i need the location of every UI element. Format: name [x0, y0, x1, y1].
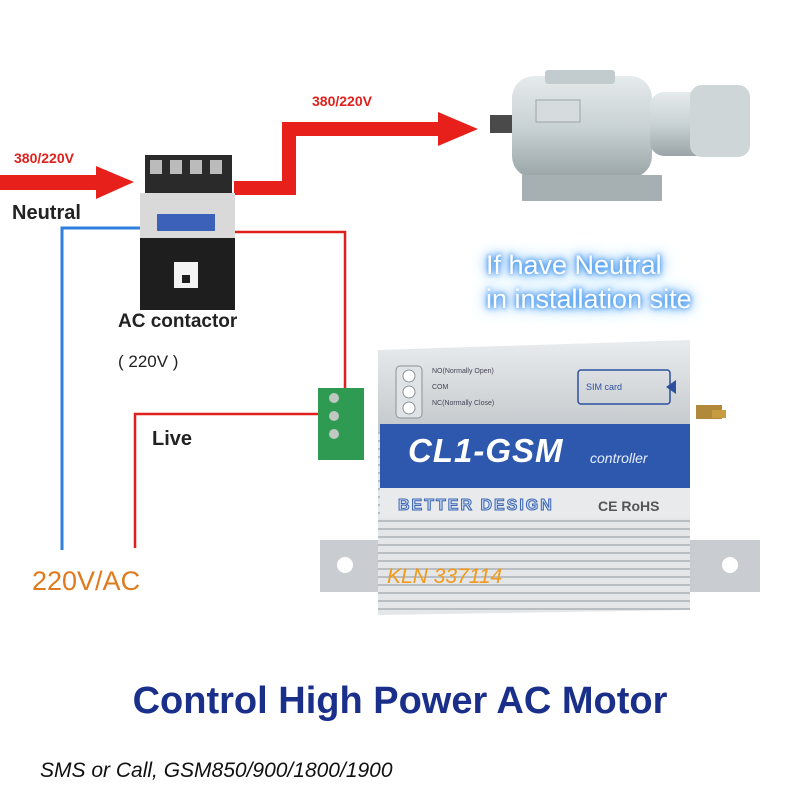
- input-voltage-label: 380/220V: [14, 150, 74, 166]
- ac-contactor: [140, 155, 235, 310]
- terminal-com-label: COM: [432, 384, 449, 391]
- subline: SMS or Call, GSM850/900/1800/1900: [40, 759, 393, 782]
- input-power-arrow: [0, 166, 134, 199]
- gsm-controller-box: [318, 340, 760, 615]
- device-subtitle: controller: [590, 450, 648, 466]
- neutral-note: If have Neutral in installation site: [486, 248, 692, 316]
- output-voltage-label: 380/220V: [312, 93, 372, 109]
- sim-card-label: SIM card: [586, 382, 623, 392]
- headline: Control High Power AC Motor: [132, 680, 668, 722]
- live-label: Live: [152, 428, 193, 450]
- neutral-wire: [60, 226, 150, 550]
- maker-logo: BETTER DESIGN: [398, 497, 554, 515]
- ac-motor: [490, 70, 750, 201]
- certification-marks: CE RoHS: [598, 498, 660, 514]
- neutral-note-line2: in installation site: [486, 284, 692, 314]
- neutral-label: Neutral: [12, 202, 81, 224]
- contactor-voltage-label: ( 220V ): [118, 352, 179, 371]
- contactor-label: AC contactor: [118, 311, 238, 332]
- terminal-nc-label: NC(Normally Close): [432, 400, 495, 407]
- supply-label: 220V/AC: [32, 566, 141, 596]
- control-wire: [215, 230, 347, 396]
- terminal-no-label: NO(Normally Open): [432, 368, 494, 375]
- output-power-arrow: [234, 112, 478, 195]
- neutral-note-line1: If have Neutral: [486, 250, 662, 280]
- reference-code: KLN 337114: [387, 565, 503, 588]
- device-title: CL1-GSM: [408, 432, 564, 469]
- live-wire: [133, 412, 336, 548]
